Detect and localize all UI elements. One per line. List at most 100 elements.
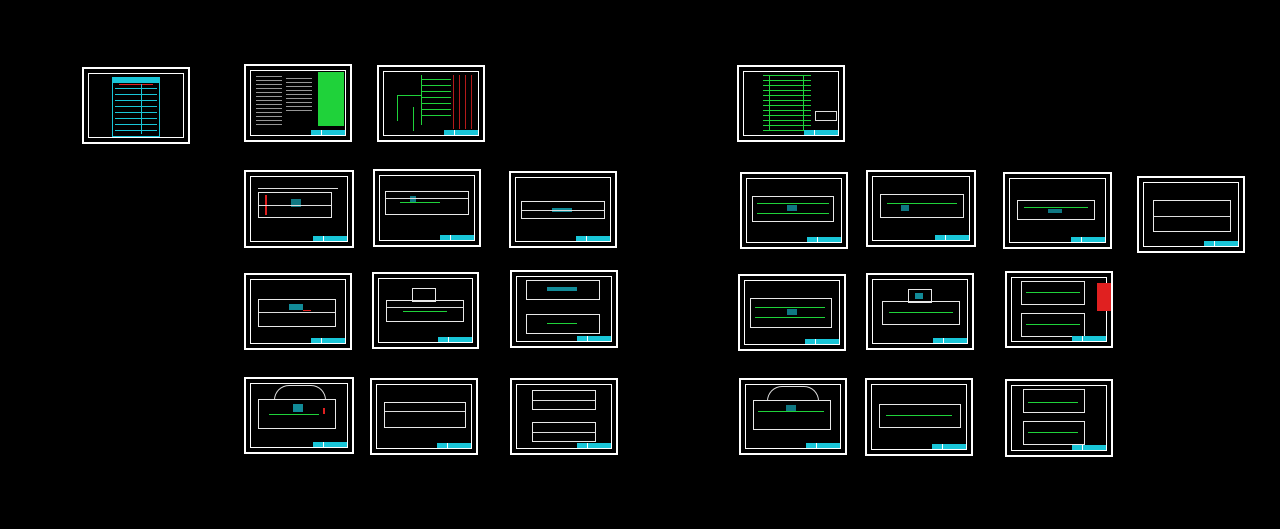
title-block [1071, 237, 1105, 242]
sheet-border [383, 71, 479, 136]
sheet-floor-plan-r-3[interactable] [1003, 172, 1112, 249]
plan-tower [908, 289, 932, 303]
sheet-floor-plan-r-5[interactable] [738, 274, 846, 351]
plan-upper [1021, 281, 1085, 305]
sheet-floor-plan-r-9[interactable] [865, 378, 973, 456]
sheet-design-notes[interactable] [244, 64, 352, 142]
title-block [577, 443, 611, 448]
sheet-system-diagram-2[interactable] [737, 65, 845, 142]
plan-outline [258, 192, 332, 218]
curved-canopy [274, 385, 326, 400]
title-block [444, 130, 478, 135]
dimension-line [258, 188, 338, 189]
notes-legend-green [318, 72, 344, 126]
plan-outline [1153, 200, 1231, 232]
sheet-floor-plan-r-10[interactable] [1005, 379, 1113, 457]
title-block [807, 237, 841, 242]
sheet-floor-plan-l-4[interactable] [244, 273, 352, 350]
sheet-border [743, 71, 839, 136]
sheet-border [516, 276, 612, 342]
title-block [1072, 445, 1106, 450]
title-block [935, 235, 969, 240]
sheet-floor-plan-l-6[interactable] [510, 270, 618, 348]
sheet-floor-plan-r-7[interactable] [1005, 271, 1113, 348]
title-block [311, 338, 345, 343]
sheet-floor-plan-l-7[interactable] [244, 377, 354, 454]
title-block [804, 130, 838, 135]
plan-lower [1021, 313, 1085, 337]
sheet-border [1011, 385, 1107, 451]
sheet-floor-plan-l-9[interactable] [510, 378, 618, 455]
plan-outline [521, 201, 605, 219]
sheet-floor-plan-r-8[interactable] [739, 378, 847, 455]
title-block [933, 338, 967, 343]
title-block [806, 443, 840, 448]
title-block [313, 236, 347, 241]
notes-text-block-2 [286, 78, 312, 112]
sheet-floor-plan-l-3[interactable] [509, 171, 617, 248]
index-table [112, 77, 160, 137]
title-block [576, 236, 610, 241]
plan-outline [385, 191, 469, 215]
sheet-border [1009, 178, 1106, 243]
sheet-border [746, 178, 842, 243]
sheet-floor-plan-l-2[interactable] [373, 169, 481, 247]
title-block [1072, 336, 1106, 341]
plan-upper [526, 280, 600, 300]
title-block [577, 336, 611, 341]
plan-outline [880, 194, 964, 218]
title-block [313, 442, 347, 447]
plan-tower [412, 288, 436, 302]
plan-outline [1017, 200, 1095, 220]
sheet-floor-plan-r-4[interactable] [1137, 176, 1245, 253]
legend-box [815, 111, 837, 121]
curved-canopy [767, 386, 819, 401]
title-block [437, 443, 471, 448]
plan-upper [532, 390, 596, 410]
sheet-border [871, 384, 967, 450]
sheet-floor-plan-r-1[interactable] [740, 172, 848, 249]
legend-red-block [1097, 283, 1111, 311]
title-block [932, 444, 966, 449]
sheet-border [250, 176, 348, 242]
title-block [1204, 241, 1238, 246]
plan-outline [882, 301, 960, 325]
sheet-border [515, 177, 611, 242]
riser-diagram [393, 75, 453, 131]
sheet-system-diagram-1[interactable] [377, 65, 485, 142]
sheet-floor-plan-l-8[interactable] [370, 378, 478, 455]
plan-lower [532, 422, 596, 442]
sheet-border [376, 384, 472, 449]
title-block [311, 130, 345, 135]
plan-outline [753, 400, 831, 430]
sheet-border [1143, 182, 1239, 247]
sheet-border [745, 384, 841, 449]
plan-upper [1023, 389, 1085, 413]
plan-outline [258, 399, 336, 429]
sheet-border [872, 176, 970, 241]
plan-outline [752, 196, 834, 222]
sheet-floor-plan-l-5[interactable] [372, 272, 479, 349]
sheet-border [250, 383, 348, 448]
plan-outline [258, 299, 336, 327]
sheet-border [379, 175, 475, 241]
sheet-border [88, 73, 184, 138]
sheet-floor-plan-r-2[interactable] [866, 170, 976, 247]
circuit-columns [453, 75, 477, 129]
notes-text-block [256, 76, 282, 126]
sheet-floor-plan-r-6[interactable] [866, 273, 974, 350]
sheet-border [250, 70, 346, 136]
plan-lower [526, 314, 600, 334]
title-block [805, 339, 839, 344]
sheet-border [378, 278, 473, 343]
title-block [438, 337, 472, 342]
sheet-border [250, 279, 346, 344]
riser-diagram [763, 75, 811, 133]
plan-outline [384, 402, 466, 428]
plan-outline [879, 404, 961, 428]
sheet-drawing-index[interactable] [82, 67, 190, 144]
plan-outline [750, 298, 832, 328]
sheet-floor-plan-l-1[interactable] [244, 170, 354, 248]
plan-outline [386, 300, 464, 322]
